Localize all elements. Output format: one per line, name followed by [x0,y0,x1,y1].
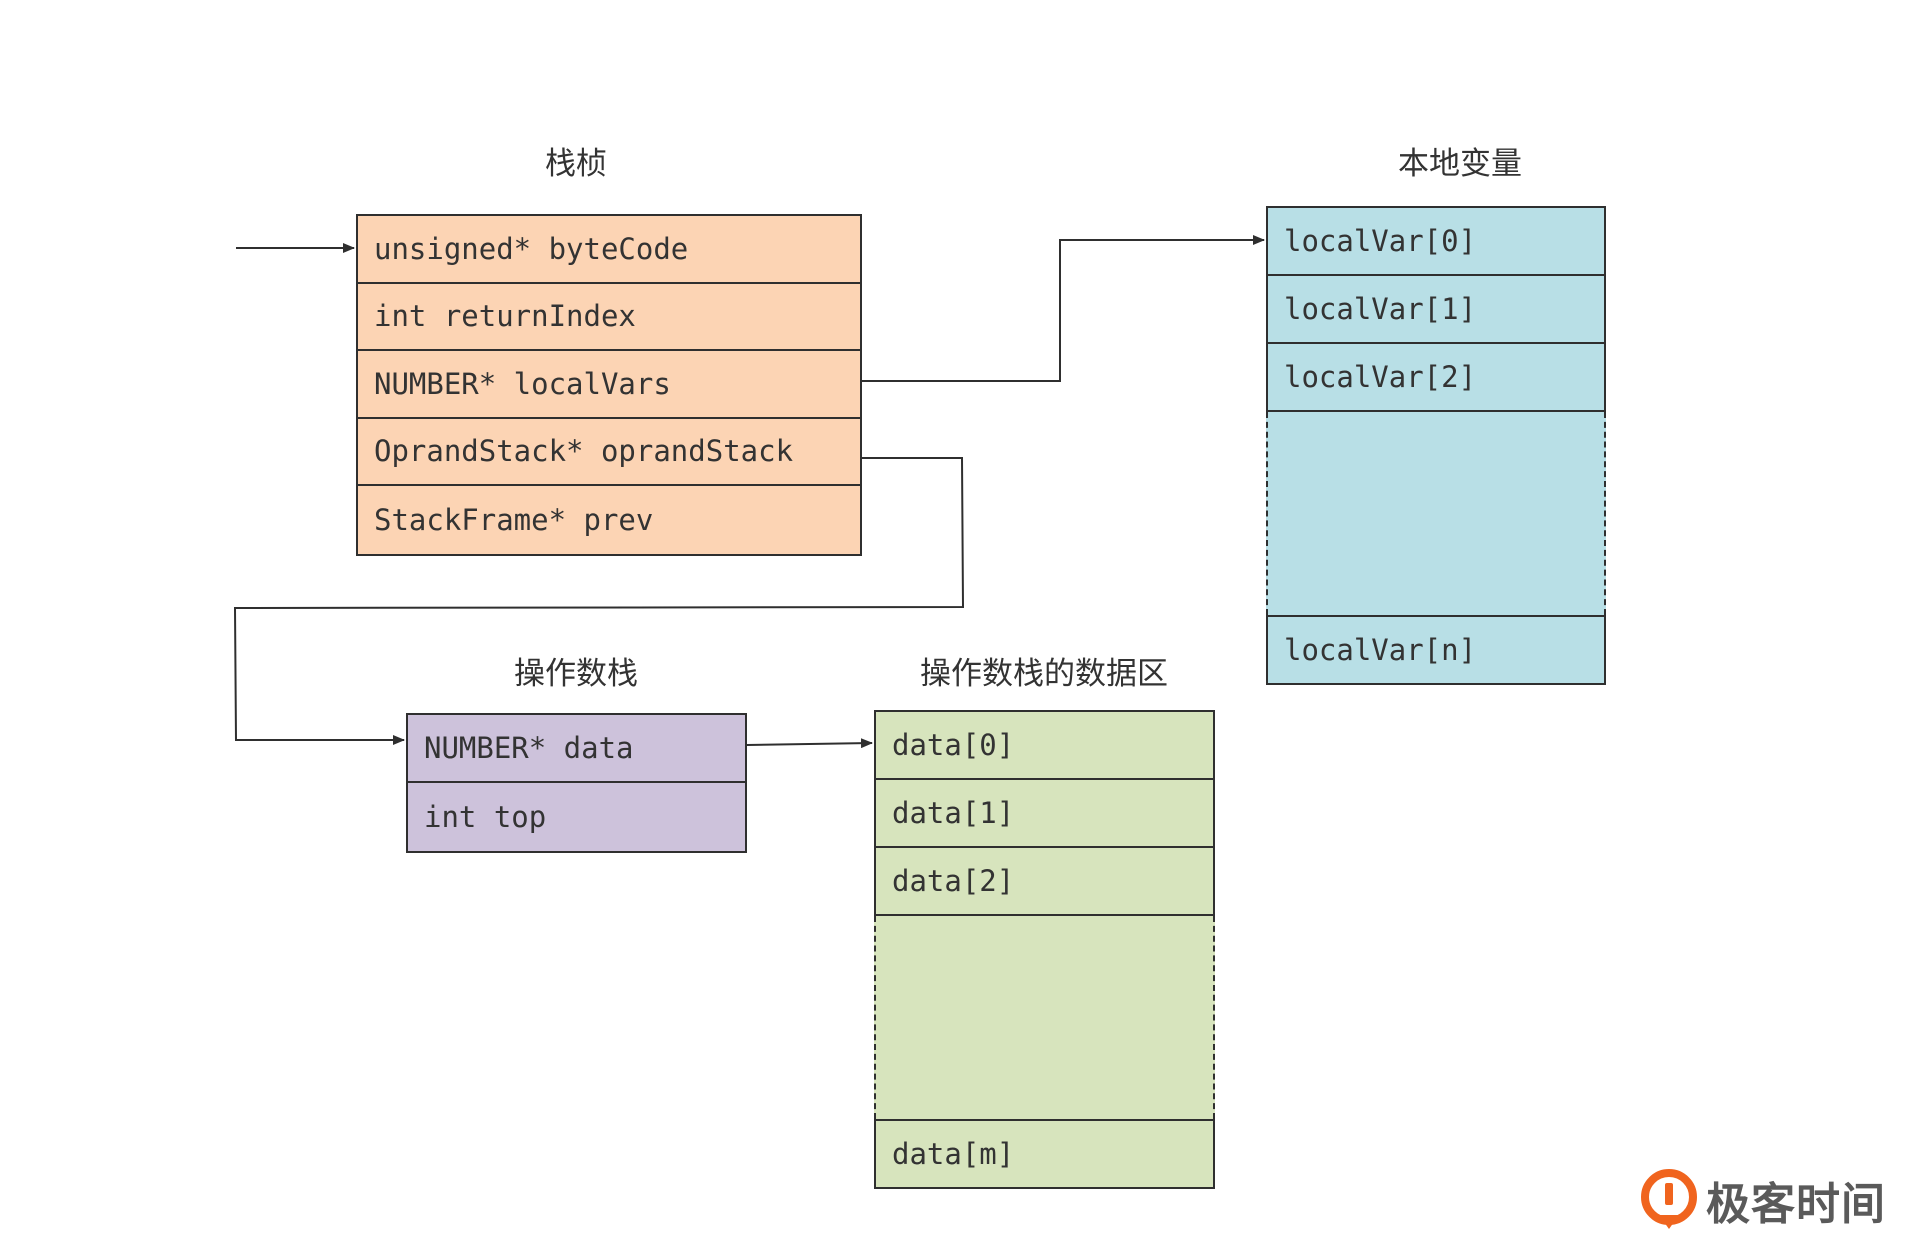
data-pointer-arrow [746,738,873,749]
stack-frame-title: 栈桢 [545,146,607,182]
stack-frame-field: StackFrame* prev [374,502,654,537]
stack-frame-field: int returnIndex [358,284,860,351]
oprand-stack-pointer-arrow [233,457,965,745]
oprand-data-slot-last: data[m] [876,1119,1213,1187]
local-var-slot: localVar[0] [1268,208,1604,276]
local-var-slot: localVar[2] [1268,344,1604,412]
local-var-slot-last: localVar[n] [1268,615,1604,683]
stack-frame-box: unsigned* byteCode int returnIndex NUMBE… [356,214,862,556]
logo-text: 极客时间 [1706,1179,1886,1230]
local-vars-gap [1266,412,1606,615]
oprand-data-slot: data[1] [876,780,1213,848]
logo: 极客时间 [1640,1168,1886,1232]
oprand-data-slot: data[2] [876,848,1213,916]
stack-frame-field: unsigned* byteCode [358,216,860,284]
oprand-stack-box: NUMBER* data int top [406,713,747,853]
logo-mark-icon [1641,1169,1697,1229]
local-vars-title: 本地变量 [1398,146,1522,182]
oprand-data-slot: data[0] [876,712,1213,780]
oprand-data-title: 操作数栈的数据区 [920,656,1168,692]
oprand-stack-field: NUMBER* data [408,715,745,783]
oprand-data-gap [874,916,1215,1119]
oprand-stack-field: int top [424,800,547,834]
stack-frame-field: OprandStack* oprandStack [358,419,860,486]
local-vars-pointer-arrow [862,235,1265,382]
local-var-slot: localVar[1] [1268,276,1604,344]
oprand-data-box: data[0] data[1] data[2] data[m] [874,710,1215,1189]
oprand-stack-title: 操作数栈 [514,656,638,692]
local-vars-box: localVar[0] localVar[1] localVar[2] loca… [1266,206,1606,685]
stack-frame-field: NUMBER* localVars [358,351,860,419]
